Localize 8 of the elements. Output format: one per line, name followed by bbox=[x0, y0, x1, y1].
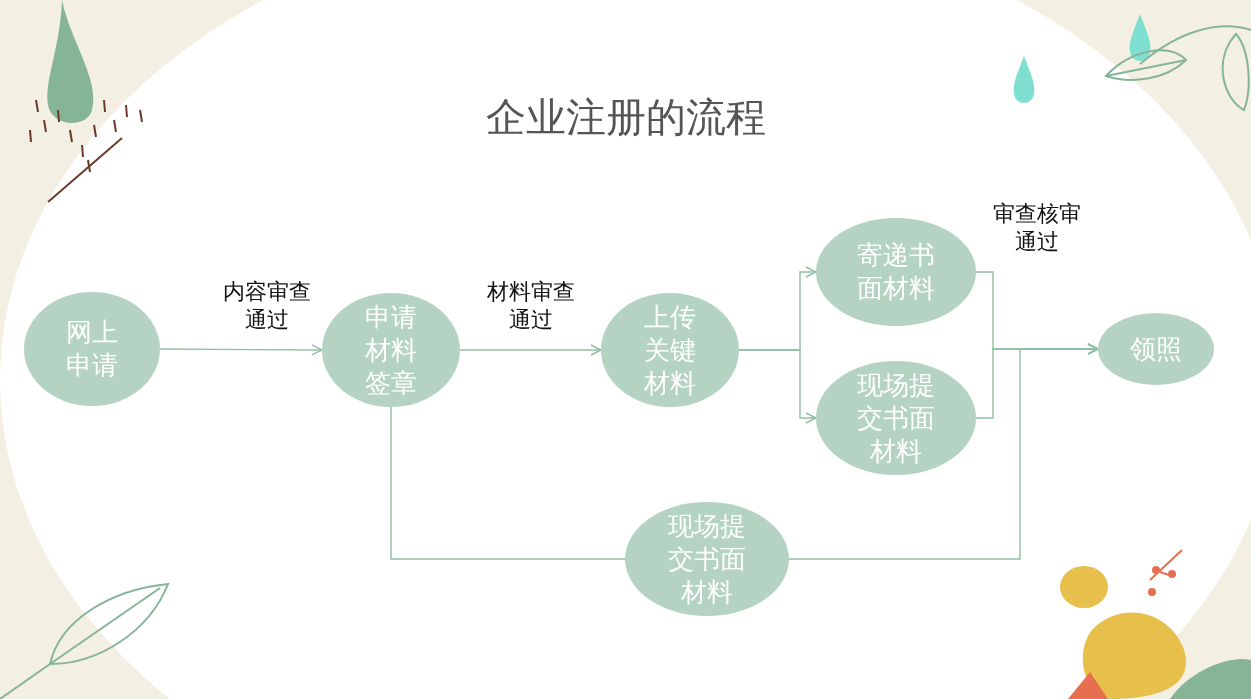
connector-arrow bbox=[159, 344, 323, 356]
title: 企业注册的流程 bbox=[484, 93, 767, 142]
edge-label: 审查核审通过 bbox=[992, 200, 1082, 256]
edge-label: 内容审查通过 bbox=[222, 278, 312, 334]
edge-label: 材料审查通过 bbox=[485, 278, 576, 334]
connector-arrow bbox=[788, 343, 1099, 560]
connector-arrow bbox=[738, 349, 817, 424]
connector-arrow bbox=[459, 344, 602, 356]
